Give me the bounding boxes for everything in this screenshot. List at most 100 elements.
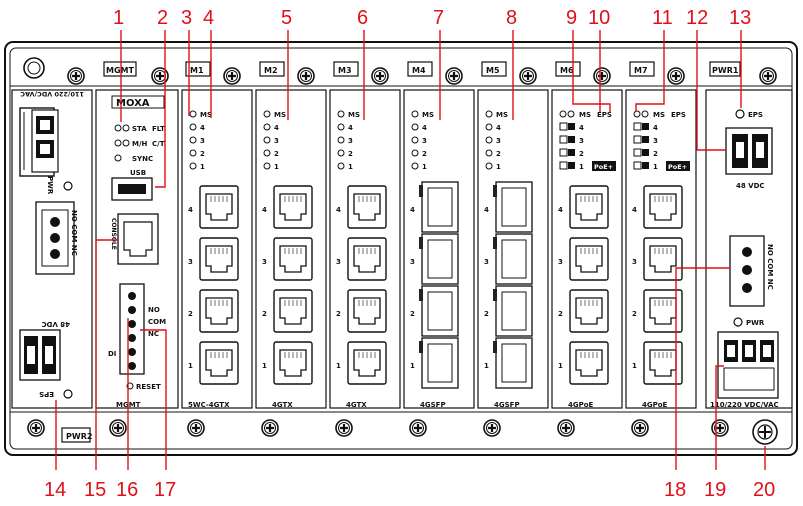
port-number: 4 bbox=[262, 206, 267, 214]
rj45-port[interactable] bbox=[273, 237, 313, 281]
pwr2-label: PWR2 bbox=[66, 432, 92, 441]
rj45-port[interactable] bbox=[347, 289, 387, 333]
rj45-port[interactable] bbox=[569, 185, 609, 229]
module-tab: M7 bbox=[634, 66, 648, 75]
rj45-port[interactable] bbox=[199, 341, 239, 385]
callout-9: 9 bbox=[566, 7, 577, 29]
module-led-label: 1 bbox=[274, 163, 279, 171]
module-led-label: MS bbox=[200, 111, 212, 119]
callout-10: 10 bbox=[588, 7, 610, 29]
rj45-port[interactable] bbox=[199, 185, 239, 229]
module-led-label: 3 bbox=[422, 137, 427, 145]
port-number: 1 bbox=[336, 362, 341, 370]
module-led-label: 2 bbox=[496, 150, 501, 158]
module-led-label: 1 bbox=[422, 163, 427, 171]
di-label: DI bbox=[108, 350, 116, 358]
moxa-logo: MOXA bbox=[116, 98, 150, 109]
sfp-port[interactable] bbox=[492, 337, 533, 389]
port-number: 3 bbox=[410, 258, 415, 266]
module-name: 4GSFP bbox=[420, 401, 446, 409]
module-led-label: MS bbox=[653, 111, 665, 119]
module-led-label: 3 bbox=[496, 137, 501, 145]
port-number: 2 bbox=[336, 310, 341, 318]
module-led-label: 3 bbox=[200, 137, 205, 145]
left-power-column: 110/220 VDC/VAC PWR NO COM NC 48 VDC EPS… bbox=[11, 57, 93, 443]
sfp-port[interactable] bbox=[492, 285, 533, 337]
rj45-port[interactable] bbox=[643, 185, 683, 229]
port-number: 1 bbox=[558, 362, 563, 370]
module-led-label: 4 bbox=[200, 124, 205, 132]
module-name: 4GSFP bbox=[494, 401, 520, 409]
rj45-port[interactable] bbox=[273, 341, 313, 385]
port-number: 1 bbox=[632, 362, 637, 370]
rj45-port[interactable] bbox=[347, 185, 387, 229]
rj45-port[interactable] bbox=[273, 185, 313, 229]
sfp-port[interactable] bbox=[418, 337, 459, 389]
module-led-label: 1 bbox=[579, 163, 584, 171]
relay-nc: NC bbox=[148, 330, 159, 338]
sfp-port[interactable] bbox=[418, 233, 459, 285]
relay-no: NO bbox=[148, 306, 160, 314]
module-tab: M5 bbox=[486, 66, 500, 75]
callout-12: 12 bbox=[686, 7, 708, 29]
port-number: 1 bbox=[262, 362, 267, 370]
callout-13: 13 bbox=[729, 7, 751, 29]
callout-4: 4 bbox=[203, 7, 214, 29]
module-led-label: 2 bbox=[274, 150, 279, 158]
console-label: CONSOLE bbox=[110, 218, 117, 250]
callout-17: 17 bbox=[154, 479, 176, 501]
port-number: 3 bbox=[484, 258, 489, 266]
pwr1-relay-label: NO COM NC bbox=[766, 244, 774, 290]
callout-8: 8 bbox=[506, 7, 517, 29]
left-pwr-label: PWR bbox=[46, 176, 54, 195]
module-led-label: MS bbox=[422, 111, 434, 119]
rj45-port[interactable] bbox=[199, 237, 239, 281]
module-led-label: 3 bbox=[274, 137, 279, 145]
left-eps-voltage: 48 VDC bbox=[41, 320, 70, 328]
module-led-label: 2 bbox=[200, 150, 205, 158]
module-name: 4GPoE bbox=[568, 401, 594, 409]
sfp-port[interactable] bbox=[418, 181, 459, 233]
relay-com: COM bbox=[148, 318, 166, 326]
pwr1-eps-label: EPS bbox=[748, 111, 763, 119]
sfp-port[interactable] bbox=[418, 285, 459, 337]
port-number: 1 bbox=[188, 362, 193, 370]
module-led-label: 4 bbox=[274, 124, 279, 132]
module-led-label: MS bbox=[274, 111, 286, 119]
module-tab: M6 bbox=[560, 66, 574, 75]
sfp-port[interactable] bbox=[492, 233, 533, 285]
callout-2: 2 bbox=[157, 7, 168, 29]
module-tab: M2 bbox=[264, 66, 278, 75]
rj45-port[interactable] bbox=[199, 289, 239, 333]
rj45-port[interactable] bbox=[569, 289, 609, 333]
module-led-label: 4 bbox=[496, 124, 501, 132]
eps-led-label: EPS bbox=[671, 111, 686, 119]
callout-11: 11 bbox=[652, 7, 673, 29]
rj45-port[interactable] bbox=[273, 289, 313, 333]
poe-plus-label: PoE+ bbox=[668, 163, 687, 171]
module-tab: M3 bbox=[338, 66, 352, 75]
rj45-port[interactable] bbox=[347, 341, 387, 385]
port-number: 4 bbox=[410, 206, 415, 214]
module-led-label: MS bbox=[496, 111, 508, 119]
led-flt: FLT bbox=[152, 125, 165, 133]
pwr1-pwr-voltage: 110/220 VDC/VAC bbox=[710, 401, 779, 409]
port-number: 2 bbox=[262, 310, 267, 318]
rj45-port[interactable] bbox=[569, 237, 609, 281]
port-number: 1 bbox=[410, 362, 415, 370]
pwr1-eps-voltage: 48 VDC bbox=[736, 182, 765, 190]
callout-6: 6 bbox=[357, 7, 368, 29]
module-led-label: MS bbox=[348, 111, 360, 119]
module-name: 4GPoE bbox=[642, 401, 668, 409]
callout-3: 3 bbox=[181, 7, 192, 29]
rj45-port[interactable] bbox=[347, 237, 387, 281]
led-ct: C/T bbox=[152, 140, 165, 148]
port-number: 2 bbox=[632, 310, 637, 318]
sfp-port[interactable] bbox=[492, 181, 533, 233]
port-number: 3 bbox=[262, 258, 267, 266]
rj45-port[interactable] bbox=[569, 341, 609, 385]
